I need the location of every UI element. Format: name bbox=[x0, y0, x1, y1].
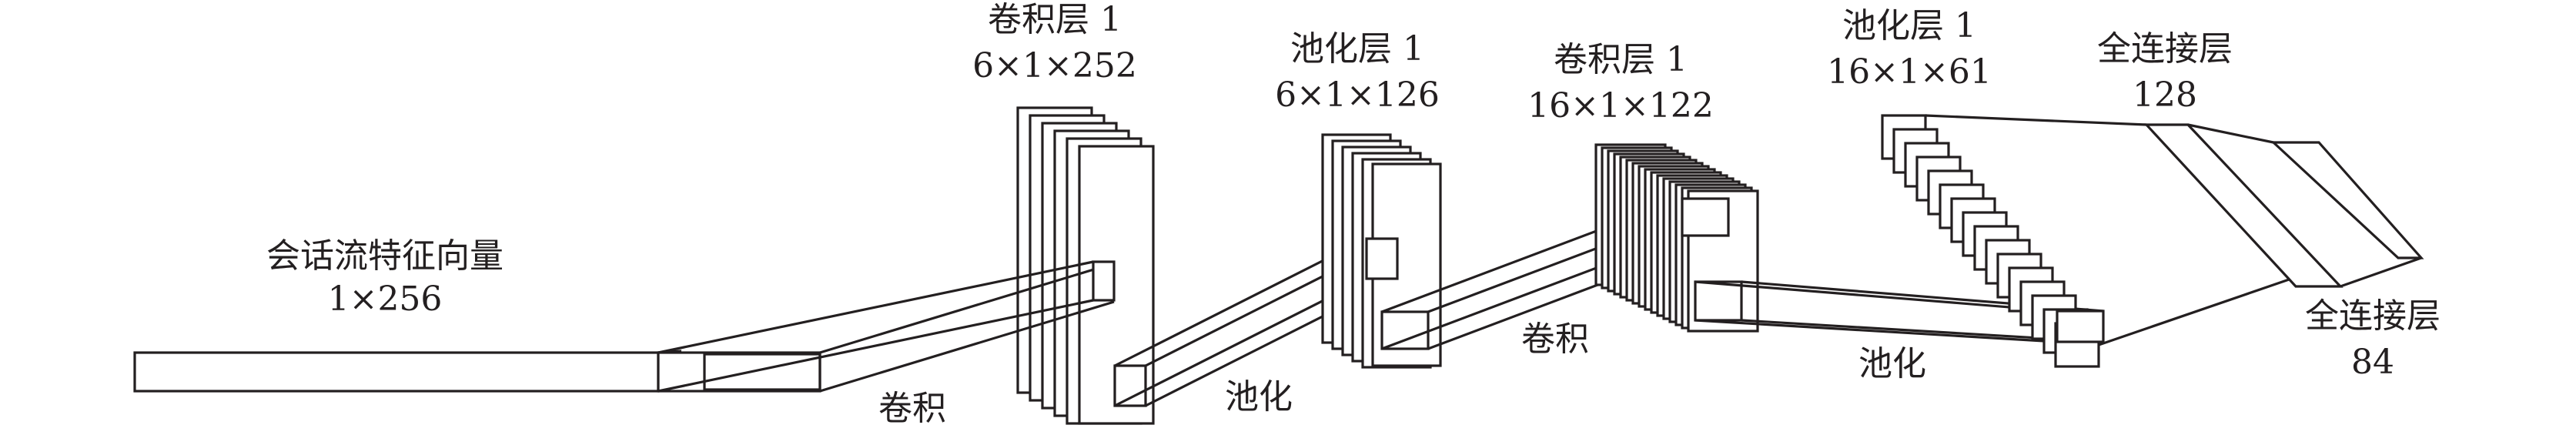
fc2-layer bbox=[2270, 141, 2424, 259]
op-conv-a: 卷积 bbox=[878, 389, 946, 428]
op-pool-b: 池化 bbox=[1858, 344, 1926, 383]
pool1-window bbox=[1365, 237, 1399, 280]
input-dims: 1×256 bbox=[328, 279, 443, 319]
op-conv-b: 卷积 bbox=[1521, 320, 1589, 359]
fc-connections bbox=[1925, 114, 2422, 346]
conv1-dims: 6×1×252 bbox=[972, 46, 1137, 85]
pool2-window bbox=[2056, 310, 2105, 343]
input-kernel-inner bbox=[703, 353, 821, 391]
conv1-title: 卷积层 1 bbox=[988, 0, 1122, 39]
pool1-dims: 6×1×126 bbox=[1275, 75, 1440, 115]
op-pool-a: 池化 bbox=[1225, 377, 1293, 417]
projection-input-to-conv1 bbox=[657, 260, 1115, 393]
fc2-title: 全连接层 bbox=[2305, 296, 2441, 336]
pool2-title: 池化层 1 bbox=[1842, 6, 1976, 45]
fc1-dims: 128 bbox=[2133, 75, 2197, 115]
conv2-title: 卷积层 1 bbox=[1554, 40, 1688, 79]
fc1-layer bbox=[2143, 123, 2343, 288]
input-title: 会话流特征向量 bbox=[266, 236, 503, 276]
fc1-title: 全连接层 bbox=[2097, 29, 2233, 69]
conv1-window bbox=[1092, 260, 1116, 302]
conv2-dims: 16×1×122 bbox=[1527, 86, 1714, 125]
pool1-title: 池化层 1 bbox=[1290, 29, 1424, 69]
pool2-dims: 16×1×61 bbox=[1827, 52, 1992, 92]
input-vector bbox=[133, 350, 682, 393]
conv2-window bbox=[1681, 197, 1730, 237]
conv1-feature-maps bbox=[1016, 106, 1155, 425]
fc2-dims: 84 bbox=[2351, 343, 2394, 382]
